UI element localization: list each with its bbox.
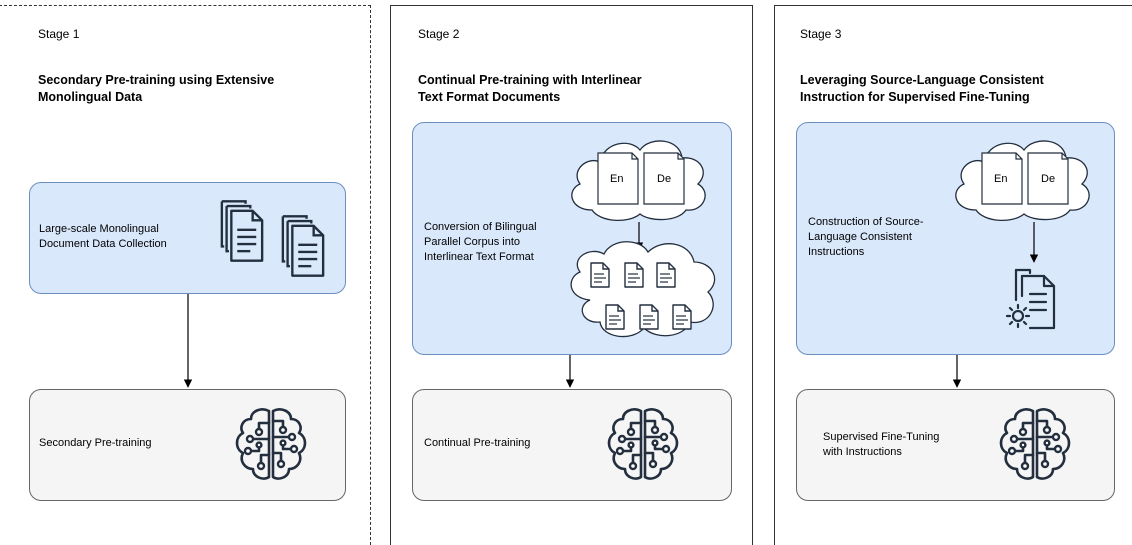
stage-1-data-text-line-2: Document Data Collection [39,238,167,250]
stage-2-model-text-line-1: Continual Pre-training [424,437,531,449]
document-stack-icon [281,215,325,277]
document-icon [605,304,625,330]
document-icon [590,262,610,288]
stage-3-data-text-line-3: Instructions [808,246,865,258]
document-gear-icon [1005,268,1056,330]
stage-2-panel [390,5,753,545]
stage-3-panel [774,5,1132,545]
stage-1-data-text: Large-scale Monolingual Document Data Co… [39,222,167,252]
document-icon [639,304,659,330]
document-icon [643,152,685,205]
stage-3-model-box [796,389,1115,501]
document-icon [672,304,692,330]
stage-3-title-line-2: Instruction for Supervised Fine-Tuning [800,90,1030,104]
stage-1-title-line-1: Secondary Pre-training using Extensive [38,73,275,87]
stage-3-model-text: Supervised Fine-Tuning with Instructions [823,430,939,460]
stage-3-en-label: En [994,173,1007,185]
stage-2-label: Stage 2 [418,27,460,41]
document-icon [981,152,1023,205]
document-icon [1027,152,1069,205]
document-icon [597,152,639,205]
stage-2-data-text-line-1: Conversion of Bilingual [424,221,537,233]
stage-2-de-label: De [657,173,671,185]
stage-2-model-box [412,389,732,501]
brain-circuit-icon [999,408,1071,480]
stage-2-title-line-1: Continual Pre-training with Interlinear [418,73,642,87]
stage-3-de-label: De [1041,173,1055,185]
stage-1-model-text: Secondary Pre-training [39,436,152,451]
stage-2-data-text-line-3: Interlinear Text Format [424,251,534,263]
brain-circuit-icon [235,408,307,480]
stage-2-en-label: En [610,173,623,185]
stage-3-data-text-line-1: Construction of Source- [808,216,924,228]
diagram-graphics: En De En De [183,140,1090,480]
stage-3-data-text-line-2: Language Consistent [808,231,912,243]
stage-2-title-line-2: Text Format Documents [418,90,561,104]
stage-1-title-line-2: Monolingual Data [38,90,143,104]
stage-3-model-text-line-2: with Instructions [823,446,902,458]
stage-2-title: Continual Pre-training with Interlinear … [418,72,642,106]
document-stack-icon [220,200,264,262]
stage-1-model-text-line-1: Secondary Pre-training [39,437,152,449]
stage-3-title-line-1: Leveraging Source-Language Consistent [800,73,1044,87]
stage-1-title: Secondary Pre-training using Extensive M… [38,72,274,106]
stage-3-label: Stage 3 [800,27,842,41]
stage-3-model-text-line-1: Supervised Fine-Tuning [823,431,940,443]
stage-3-title: Leveraging Source-Language Consistent In… [800,72,1044,106]
stage-2-data-text: Conversion of Bilingual Parallel Corpus … [424,220,537,265]
stage-1-panel [0,5,371,545]
brain-circuit-icon [607,408,679,480]
stage-1-label: Stage 1 [38,27,80,41]
stage-2-model-text: Continual Pre-training [424,436,530,451]
document-icon [656,262,676,288]
document-icon [624,262,644,288]
stage-3-data-text: Construction of Source- Language Consist… [808,215,924,260]
stage-1-data-text-line-1: Large-scale Monolingual [39,223,159,235]
stage-2-data-text-line-2: Parallel Corpus into [424,236,520,248]
